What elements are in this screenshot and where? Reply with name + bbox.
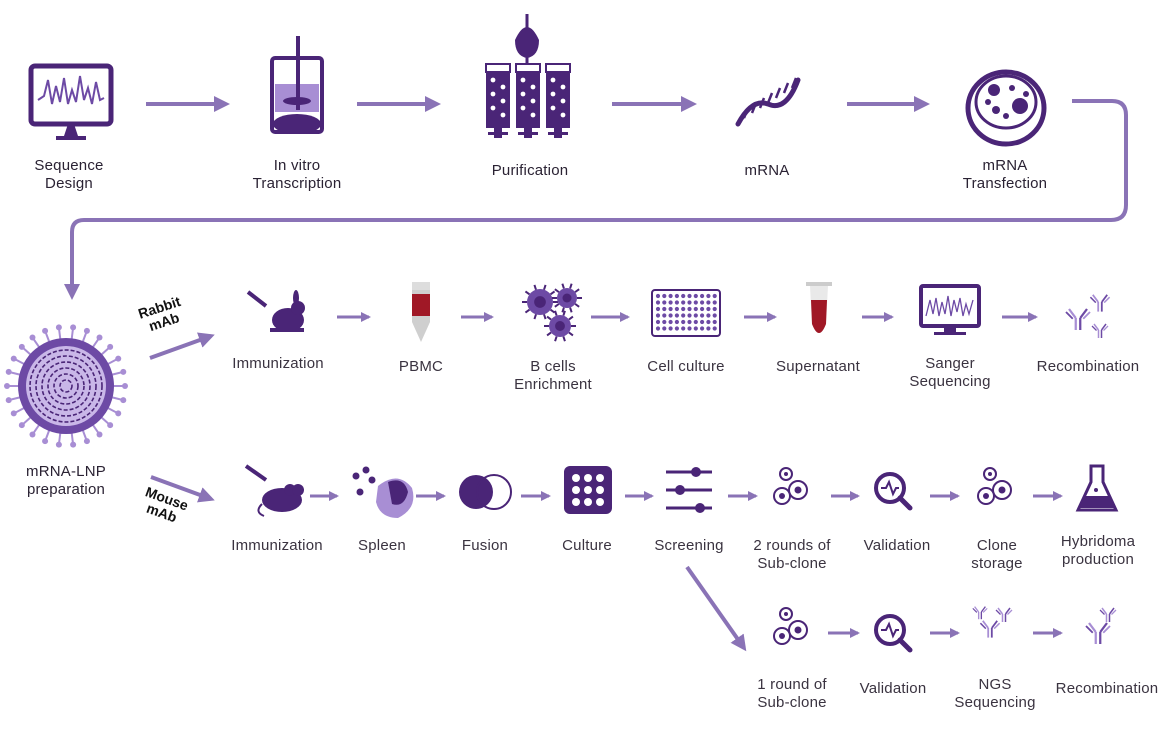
antibody-icon-3 [1091, 323, 1109, 338]
label-mouse-immunization: Immunization [231, 537, 323, 554]
b-cells-icon [522, 283, 582, 342]
antibody-icon [1065, 308, 1091, 330]
label-clone-storage: Clone storage [971, 537, 1023, 572]
flask-icon [1075, 464, 1119, 512]
mrna-strand-icon [735, 77, 801, 127]
sliders-icon [666, 467, 712, 513]
supernatant-tube-icon [806, 282, 832, 333]
label-ngs-sequencing: NGS Sequencing [954, 676, 1036, 711]
label-purification: Purification [491, 162, 569, 179]
arrow-branch-rabbit [149, 332, 215, 360]
label-culture: Culture [562, 537, 612, 554]
label-1-round-subclone: 1 round of Sub-clone [757, 676, 827, 711]
spleen-icon [352, 466, 414, 518]
sequencer-monitor-icon [919, 284, 981, 335]
arrow-branch-mouse [150, 475, 215, 503]
label-b-cells-enrichment: B cells Enrichment [514, 358, 592, 393]
ngs-antibody-c [972, 606, 988, 620]
petri-dish-icon [965, 69, 1047, 147]
label-mouse-validation: Validation [863, 537, 931, 554]
label-pbmc: PBMC [398, 358, 444, 375]
label-ngs-recombination: Recombination [1055, 680, 1159, 697]
mouse-syringe-icon [244, 464, 304, 517]
well-plate-icon [651, 289, 721, 337]
label-sequence-design: Sequence Design [34, 157, 104, 192]
label-rabbit-recombination: Recombination [1036, 358, 1140, 375]
clone-cells-icon [977, 467, 1012, 505]
beaker-stirrer-icon [270, 36, 324, 134]
label-mrna-transfection: mRNA Transfection [962, 157, 1048, 192]
antibody-icon-ngs [1085, 622, 1111, 644]
ngs-antibody-a [979, 620, 1001, 638]
subclone-cells-icon [773, 467, 808, 505]
antibody-icon-ngs-2 [1099, 607, 1117, 622]
monitor-waveform-icon [28, 63, 114, 140]
culture-plate-icon [564, 466, 612, 514]
label-cell-culture: Cell culture [647, 358, 725, 375]
arrow-screening-to-ngs [685, 565, 747, 652]
label-rabbit-immunization: Immunization [232, 355, 324, 372]
magnifier-icon-ngs [874, 614, 913, 653]
magnifier-icon [874, 472, 913, 511]
label-in-vitro-transcription: In vitro Transcription [252, 157, 342, 192]
chromatography-columns-icon [485, 14, 571, 138]
label-fusion: Fusion [461, 537, 509, 554]
antibody-icon-2 [1089, 294, 1111, 312]
label-mrna: mRNA [744, 162, 790, 179]
label-sanger-sequencing: Sanger Sequencing [909, 355, 991, 390]
label-hybridoma-production: Hybridoma production [1060, 533, 1136, 568]
blood-tube-icon [412, 282, 430, 342]
label-mrna-lnp: mRNA-LNP preparation [26, 463, 106, 498]
label-2-rounds-subclone: 2 rounds of Sub-clone [753, 537, 831, 572]
label-ngs-validation: Validation [859, 680, 927, 697]
label-supernatant: Supernatant [776, 358, 860, 375]
label-spleen: Spleen [358, 537, 406, 554]
ngs-antibody-b [995, 607, 1013, 622]
rabbit-syringe-icon [246, 290, 305, 332]
connector-arrow-to-lnp [64, 99, 1128, 300]
subclone-cells-icon-ngs [773, 607, 808, 645]
label-screening: Screening [654, 537, 724, 554]
cell-fusion-icon [459, 474, 512, 510]
lipid-nanoparticle-icon [4, 324, 128, 448]
